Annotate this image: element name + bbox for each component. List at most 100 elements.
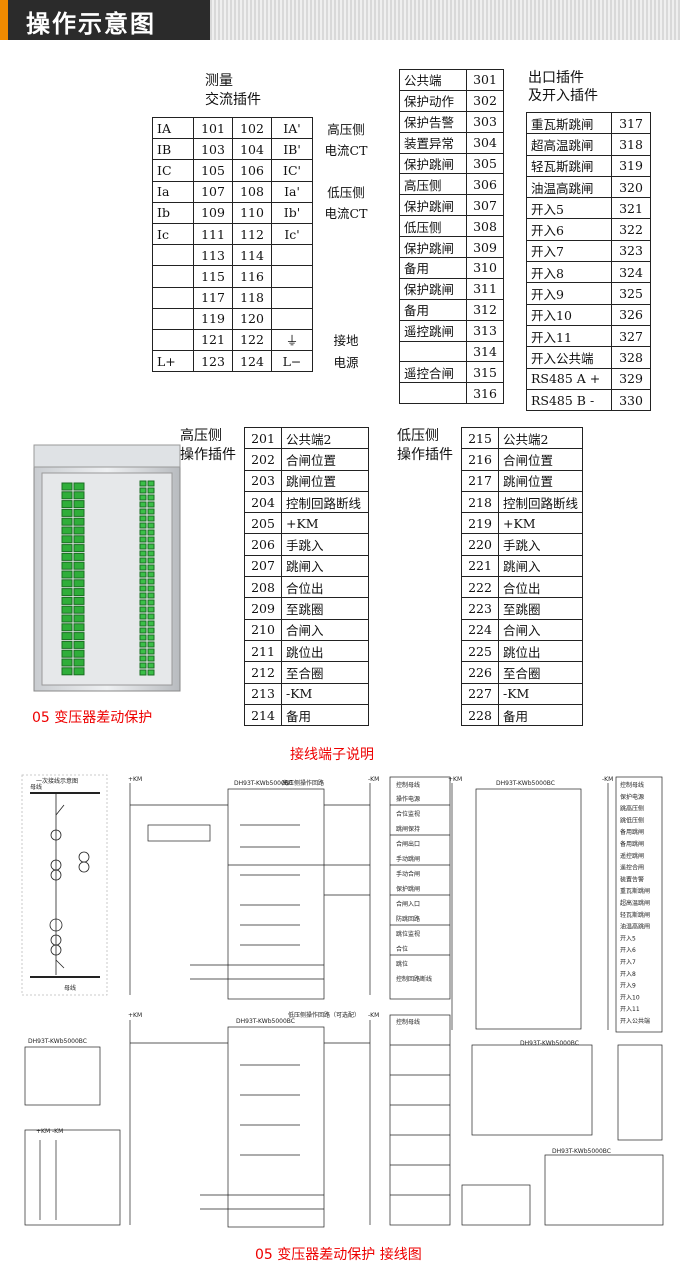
table-cell: 105 xyxy=(193,159,233,182)
terminal-block xyxy=(139,648,147,655)
table-cell: 遥控合闸 xyxy=(399,361,467,384)
terminal-block xyxy=(73,596,85,605)
table-cell: 备用 xyxy=(399,257,467,279)
table-cell: 电源 xyxy=(312,350,379,372)
table-cell: 113 xyxy=(193,244,233,267)
table-cell: 108 xyxy=(232,180,272,203)
protection-device-image xyxy=(33,444,181,692)
terminal-block xyxy=(73,552,85,561)
terminal-block xyxy=(147,550,155,557)
table-cell: 208 xyxy=(244,576,282,599)
table-row: 219+KM xyxy=(461,512,584,535)
table-cell: 302 xyxy=(466,89,504,112)
table-cell: 跳位出 xyxy=(281,639,369,663)
table-cell: 手跳入 xyxy=(497,533,584,556)
table-cell: 219 xyxy=(461,512,499,535)
terminal-block xyxy=(61,570,73,579)
terminal-block xyxy=(61,535,73,544)
terminal-block xyxy=(147,599,155,606)
terminal-block xyxy=(147,648,155,655)
table-cell: 203 xyxy=(244,469,282,492)
table-cell xyxy=(312,223,379,245)
terminal-block xyxy=(139,550,147,557)
terminal-block xyxy=(147,641,155,648)
terminal-block xyxy=(61,588,73,597)
lv-minus-km: -KM xyxy=(368,1012,379,1019)
table-cell: 227 xyxy=(461,682,499,705)
table-cell: 313 xyxy=(466,319,504,342)
terminal-block xyxy=(73,482,85,491)
terminal-block xyxy=(73,640,85,649)
table-cell xyxy=(152,328,194,352)
io-function-label: 重瓦斯跳闸 xyxy=(620,887,650,895)
hv-ctrl-bus: 控制母线 xyxy=(396,781,420,789)
terminal-block xyxy=(147,578,155,585)
table-row: 316 xyxy=(399,382,504,405)
table-cell: 开入11 xyxy=(526,324,612,348)
table-cell: 跳闸入 xyxy=(497,554,584,578)
table-cell: 212 xyxy=(244,661,282,684)
hv-plus-km: +KM xyxy=(128,776,142,783)
io-function-label: 油温高跳闸 xyxy=(620,923,650,931)
io-function-label: 控制母线 xyxy=(620,781,644,789)
circuit-function-label: 合位 xyxy=(396,945,408,953)
table-cell: 合闸入 xyxy=(281,618,369,641)
table-cell: 122 xyxy=(232,328,272,352)
ct-model: DH93T-KWb5000BC xyxy=(520,1040,579,1047)
terminal-block xyxy=(61,500,73,509)
table-cell: 224 xyxy=(461,618,499,641)
io-function-label: 开入10 xyxy=(620,994,640,1001)
table-cell: 高压侧 xyxy=(312,117,379,139)
terminal-block xyxy=(139,613,147,620)
terminal-block xyxy=(61,596,73,605)
table-cell: 214 xyxy=(244,703,282,727)
table-cell: 104 xyxy=(232,138,272,161)
terminal-block xyxy=(61,658,73,667)
table-cell: 226 xyxy=(461,661,499,684)
terminal-block xyxy=(139,543,147,550)
terminal-block xyxy=(147,480,155,487)
table-row: RS485 A +329 xyxy=(526,367,651,390)
table-cell: 102 xyxy=(232,116,272,140)
table-cell: 303 xyxy=(466,110,504,133)
io-function-label: 跳低压侧 xyxy=(620,816,644,824)
table-cell: 215 xyxy=(461,426,499,450)
lv-circuit xyxy=(129,1014,451,1228)
terminal-block xyxy=(73,588,85,597)
table-cell: 重瓦斯跳闸 xyxy=(526,111,612,135)
terminal-block xyxy=(73,605,85,614)
table-cell: -KM xyxy=(281,682,369,705)
table-cell: 120 xyxy=(232,307,272,330)
terminal-block xyxy=(147,620,155,627)
table-cell: 217 xyxy=(461,469,499,492)
table-cell: 315 xyxy=(466,361,504,384)
terminal-block xyxy=(139,641,147,648)
io-function-label: 轻瓦斯跳闸 xyxy=(620,911,650,919)
io-title-1: 出口插件 xyxy=(528,70,584,86)
terminal-block xyxy=(61,640,73,649)
table-cell: 110 xyxy=(232,201,272,224)
table-cell: 备用 xyxy=(281,703,369,727)
table-cell: IB xyxy=(152,138,194,161)
terminal-block xyxy=(61,482,73,491)
table-row: 314 xyxy=(399,340,504,363)
circuit-function-label: 手动合闸 xyxy=(396,870,420,878)
terminal-block xyxy=(139,557,147,564)
table-cell: 开入8 xyxy=(526,261,612,284)
table-cell: 324 xyxy=(611,261,651,284)
io-plus-km: +KM xyxy=(448,776,462,783)
table-cell: 311 xyxy=(466,277,504,300)
